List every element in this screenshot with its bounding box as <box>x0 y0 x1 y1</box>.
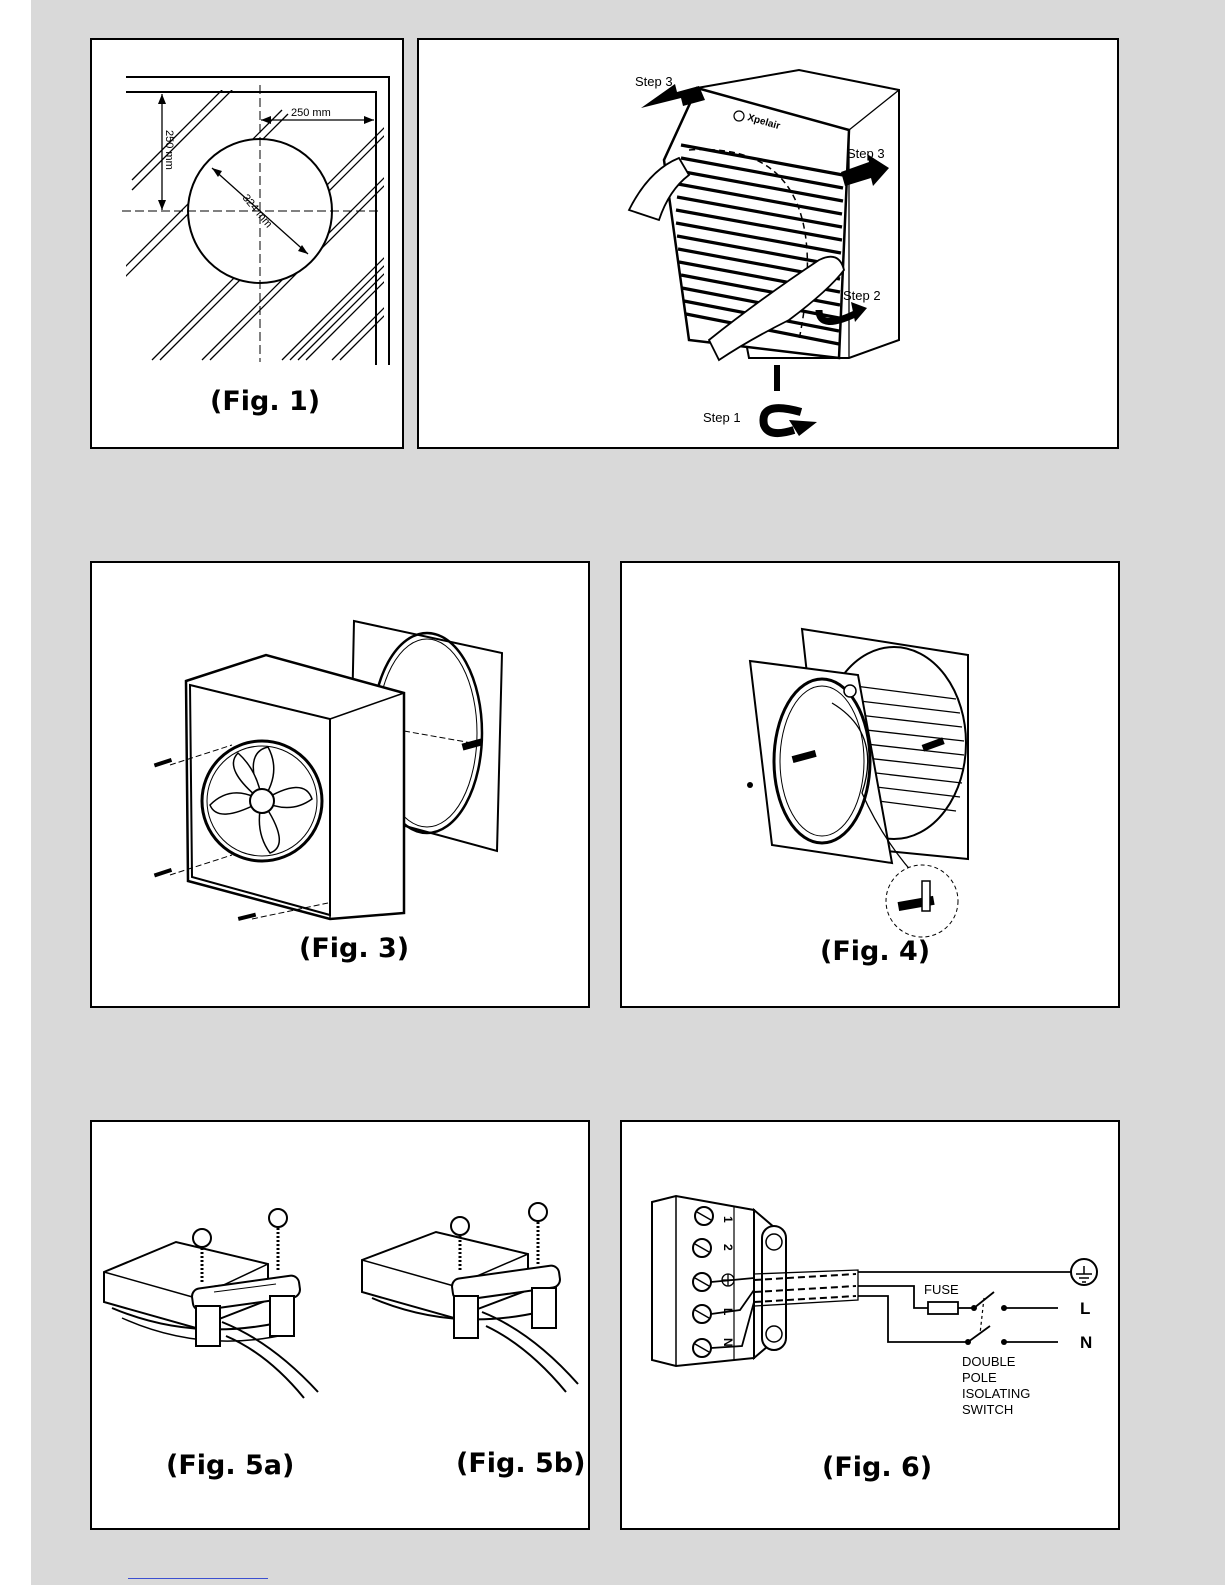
fig1-vertical-dimension: 250 mm <box>163 130 175 170</box>
fig5b-clamp-drawing <box>362 1203 578 1392</box>
fig6-switch-label-line4: SWITCH <box>962 1402 1013 1417</box>
fig6-caption: (Fig. 6) <box>822 1452 932 1483</box>
figure-6-panel: 1 2 L N <box>620 1120 1120 1530</box>
figure-3-panel: (Fig. 3) <box>90 561 590 1008</box>
fig6-switch-label-line3: ISOLATING <box>962 1386 1030 1401</box>
figure-2-grille-removal-diagram: Xpelair Step 3 Step 3 Step 2 Step 1 <box>419 40 1117 447</box>
fig6-neutral-label: N <box>1080 1333 1092 1352</box>
footer-link-underline <box>128 1578 268 1579</box>
fig3-caption: (Fig. 3) <box>299 933 409 964</box>
fig5b-caption: (Fig. 5b) <box>456 1448 585 1479</box>
fig4-caption: (Fig. 4) <box>820 936 930 967</box>
figure-1-panel: 250 mm 250 mm 324 mm (Fig. 1) <box>90 38 404 449</box>
terminal-1-label: 1 <box>721 1216 735 1223</box>
fig2-step3-right-label: Step 3 <box>847 146 885 161</box>
fig6-switch-label-line2: POLE <box>962 1370 997 1385</box>
fig6-fuse-label: FUSE <box>924 1282 959 1297</box>
fig2-step3-left-label: Step 3 <box>635 74 673 89</box>
fig5a-caption: (Fig. 5a) <box>166 1450 294 1481</box>
switch-neutral-contact <box>968 1326 990 1342</box>
page-background: 250 mm 250 mm 324 mm (Fig. 1) <box>31 0 1225 1585</box>
figure-5-panel: (Fig. 5a) (Fig. 5b) <box>90 1120 590 1530</box>
fig6-switch-label-line1: DOUBLE <box>962 1354 1016 1369</box>
terminal-2-label: 2 <box>721 1244 735 1251</box>
fig2-step2-label: Step 2 <box>843 288 881 303</box>
terminal-n-label: N <box>721 1338 735 1347</box>
fig5a-clamp-drawing <box>104 1209 318 1398</box>
figure-4-panel: (Fig. 4) <box>620 561 1120 1008</box>
fig6-line-label: L <box>1080 1299 1090 1318</box>
fig1-caption: (Fig. 1) <box>210 386 320 417</box>
fig2-step1-label: Step 1 <box>703 410 741 425</box>
fig1-horizontal-dimension: 250 mm <box>291 107 331 119</box>
fuse-symbol <box>928 1302 958 1314</box>
figure-2-panel: Xpelair Step 3 Step 3 Step 2 Step 1 <box>417 38 1119 449</box>
